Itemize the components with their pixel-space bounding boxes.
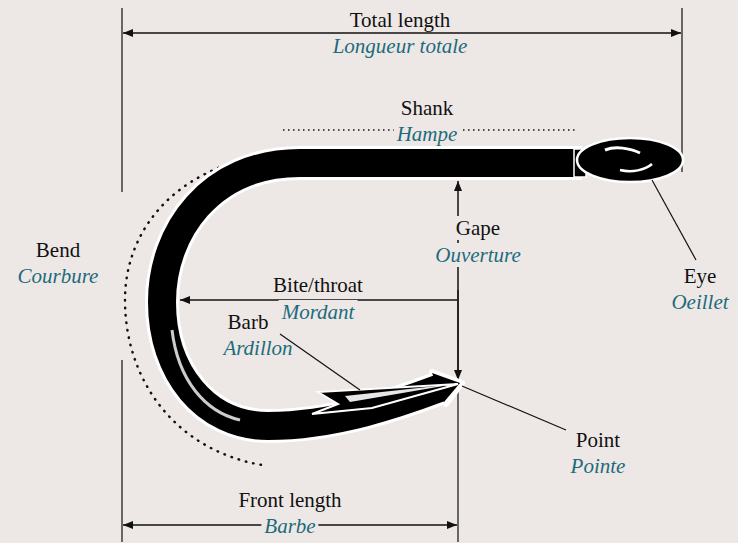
label-fr: Mordant: [279, 300, 358, 324]
label: Gape: [453, 216, 503, 240]
label-fr: Pointe: [568, 454, 629, 478]
label-fr: Longueur totale: [330, 34, 471, 58]
label-fr: Ouverture: [432, 243, 524, 267]
hook: [162, 138, 683, 426]
dimension-arrows: [123, 33, 681, 525]
label-fr: Barbe: [261, 514, 318, 538]
label-fr: Hampe: [394, 122, 461, 146]
label-fr: Ardillon: [220, 336, 295, 360]
label-fr: Oeillet: [668, 290, 731, 314]
label: Shank: [398, 96, 457, 120]
label: Point: [573, 428, 623, 452]
label: Barb: [225, 310, 272, 334]
extension-lines: [122, 8, 682, 542]
label: Bite/throat: [270, 273, 366, 297]
label: Front length: [235, 488, 344, 512]
label-fr: Courbure: [15, 264, 102, 288]
label: Total length: [347, 8, 454, 32]
label: Bend: [33, 238, 83, 262]
label: Eye: [681, 264, 720, 288]
